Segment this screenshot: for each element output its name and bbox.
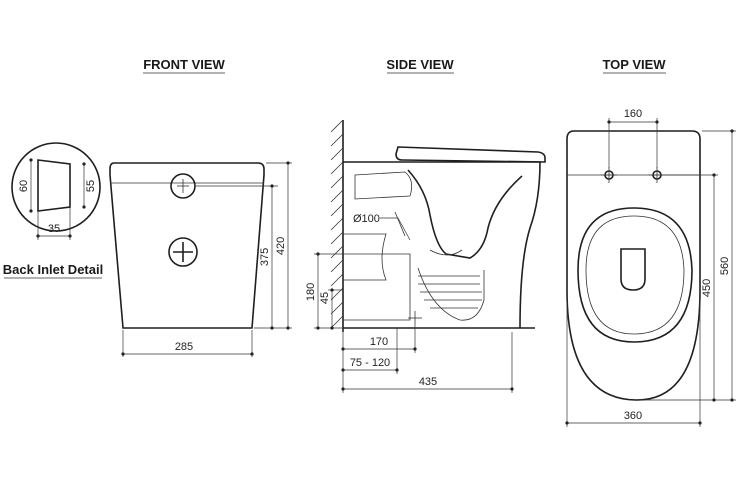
back-inlet-detail: 60 55 35: [11, 142, 101, 240]
side-dim-170: 170: [370, 336, 388, 348]
fixing-hole-right: [649, 167, 665, 183]
top-dim-360: 360: [624, 410, 642, 422]
top-view: 160 360 450 560: [565, 108, 736, 427]
top-seat-opening: [577, 207, 693, 343]
side-seat: [395, 146, 546, 163]
front-view: 285 375 420: [109, 161, 292, 357]
top-bowl-outline: [566, 130, 701, 401]
front-inlet-hole: [170, 173, 196, 199]
front-dim-375: 375: [259, 248, 271, 266]
side-view: Ø100 180 45 170 75 - 120 435: [305, 119, 546, 393]
wall-hatch: [330, 119, 344, 329]
side-dim-75-120: 75 - 120: [350, 357, 390, 369]
front-dim-285: 285: [175, 341, 193, 353]
top-drain: [620, 248, 646, 291]
side-bowl-outer: [343, 161, 541, 329]
inlet-profile: [37, 159, 71, 212]
detail-dim-35: 35: [48, 223, 60, 235]
side-bowl-inner: [407, 169, 523, 259]
top-dim-160: 160: [624, 108, 642, 120]
side-dim-45: 45: [319, 292, 331, 304]
front-view-title: FRONT VIEW: [143, 57, 225, 72]
top-dim-450: 450: [701, 279, 713, 297]
front-outlet-hole: [168, 237, 198, 267]
detail-circle: [11, 142, 101, 232]
side-dim-180: 180: [305, 283, 317, 301]
back-inlet-detail-title: Back Inlet Detail: [3, 262, 103, 277]
top-dim-560: 560: [719, 257, 731, 275]
detail-dim-55: 55: [85, 180, 97, 192]
front-dim-420: 420: [275, 237, 287, 255]
front-bowl-outline: [109, 162, 265, 329]
side-dim-435: 435: [419, 376, 437, 388]
fixing-hole-left: [601, 167, 617, 183]
side-dim-pipe-diameter: Ø100: [353, 213, 380, 225]
side-view-title: SIDE VIEW: [386, 57, 454, 72]
top-view-title: TOP VIEW: [602, 57, 666, 72]
detail-dim-60: 60: [18, 180, 30, 192]
